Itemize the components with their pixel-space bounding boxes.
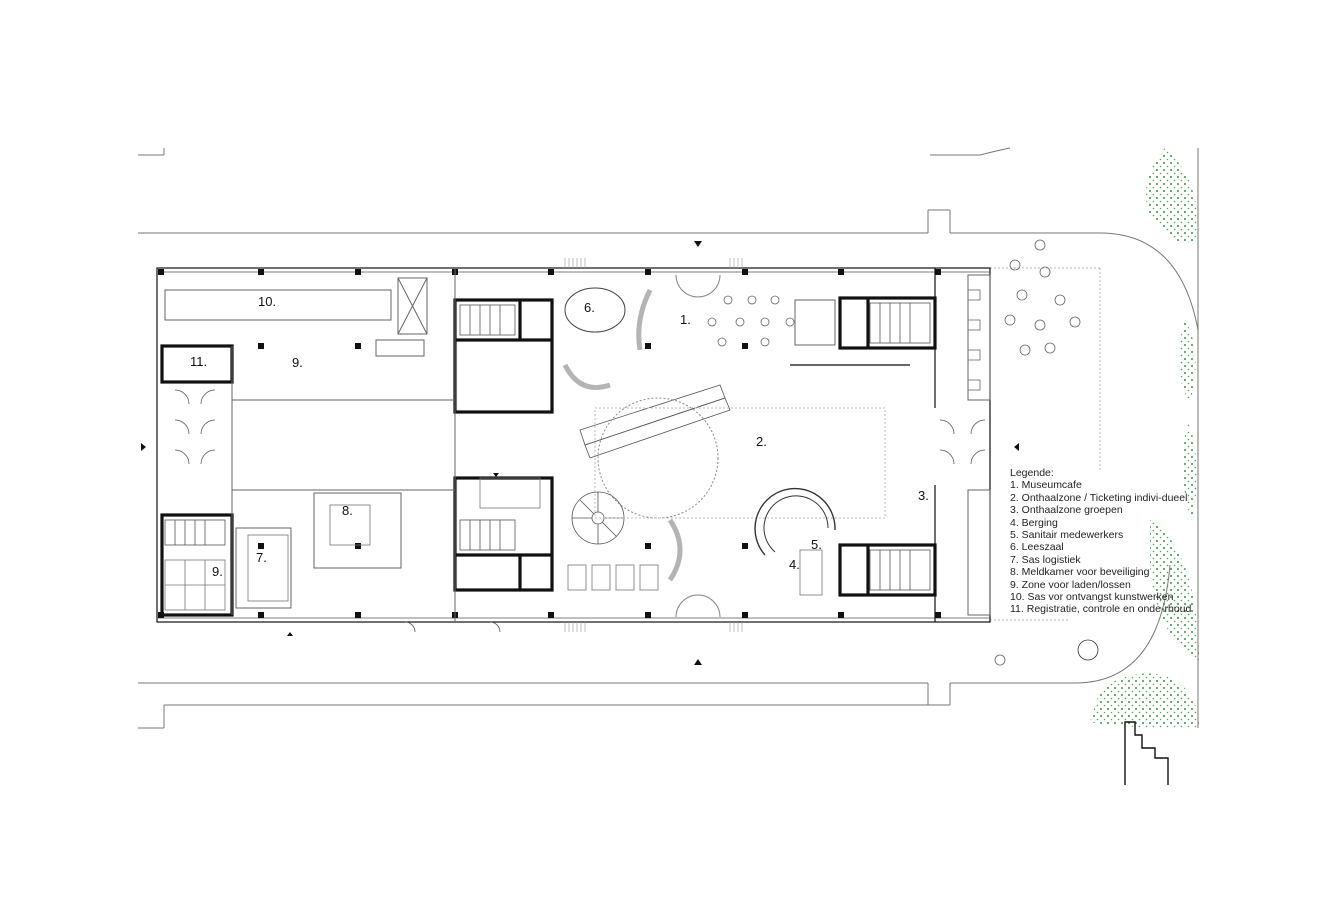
room-label-7: 7. bbox=[256, 550, 267, 565]
terrace-outline bbox=[990, 267, 1101, 621]
legend-item-10: 10. Sas vor ontvangst kunstwerken bbox=[1010, 591, 1174, 604]
entrance-markers bbox=[141, 241, 1019, 665]
room-label-9-top: 9. bbox=[292, 355, 303, 370]
room-label-5: 5. bbox=[811, 537, 822, 552]
room-labels: 1. 2. 3. 4. 5. 6. 7. 8. 9. 9. 10. 11. bbox=[190, 294, 929, 579]
room-label-11: 11. bbox=[190, 354, 207, 369]
room-label-10: 10. bbox=[258, 294, 276, 309]
legend-item-11: 11. Registratie, controle en onde-rhoud bbox=[1010, 603, 1192, 616]
room-label-1: 1. bbox=[680, 312, 691, 327]
legend-item-1: 1. Museumcafe bbox=[1010, 479, 1082, 492]
room-label-9-bottom: 9. bbox=[212, 564, 223, 579]
building-envelope bbox=[156, 267, 991, 623]
room-label-6: 6. bbox=[584, 300, 595, 315]
reading-room-furniture bbox=[164, 477, 823, 611]
legend-item-4: 4. Berging bbox=[1010, 516, 1058, 529]
room-label-8: 8. bbox=[342, 503, 353, 518]
legend-list: 1. Museumcafe 2. Onthaalzone / Ticketing… bbox=[1010, 479, 1195, 615]
legend-item-5: 5. Sanitair medewerkers bbox=[1010, 529, 1124, 542]
room-label-3: 3. bbox=[918, 488, 929, 503]
stairs bbox=[164, 302, 931, 591]
doors bbox=[174, 389, 986, 633]
legend-item-9: 9. Zone voor laden/lossen bbox=[1010, 578, 1131, 591]
legend-item-2: 2. Onthaalzone / Ticketing indivi-dueel bbox=[1010, 491, 1188, 504]
vegetation bbox=[1090, 148, 1199, 728]
cafe-tables bbox=[707, 239, 1099, 666]
legend-title: Legende: bbox=[1010, 467, 1054, 479]
stepped-structure bbox=[1124, 721, 1169, 785]
columns bbox=[158, 269, 941, 618]
legend: Legende: 1. Museumcafe 2. Onthaalzone / … bbox=[1010, 467, 1195, 616]
partitions bbox=[164, 268, 991, 622]
interior-walls bbox=[160, 296, 937, 617]
room-label-2: 2. bbox=[756, 434, 767, 449]
facade-grilles bbox=[564, 258, 743, 632]
room-label-4: 4. bbox=[789, 557, 800, 572]
legend-item-8: 8. Meldkamer voor beveiliging bbox=[1010, 566, 1150, 579]
legend-item-7: 7. Sas logistiek bbox=[1010, 553, 1081, 566]
site-lines bbox=[138, 147, 1199, 729]
legend-item-6: 6. Leeszaal bbox=[1010, 541, 1064, 554]
round-features bbox=[562, 274, 886, 618]
legend-item-3: 3. Onthaalzone groepen bbox=[1010, 504, 1123, 517]
